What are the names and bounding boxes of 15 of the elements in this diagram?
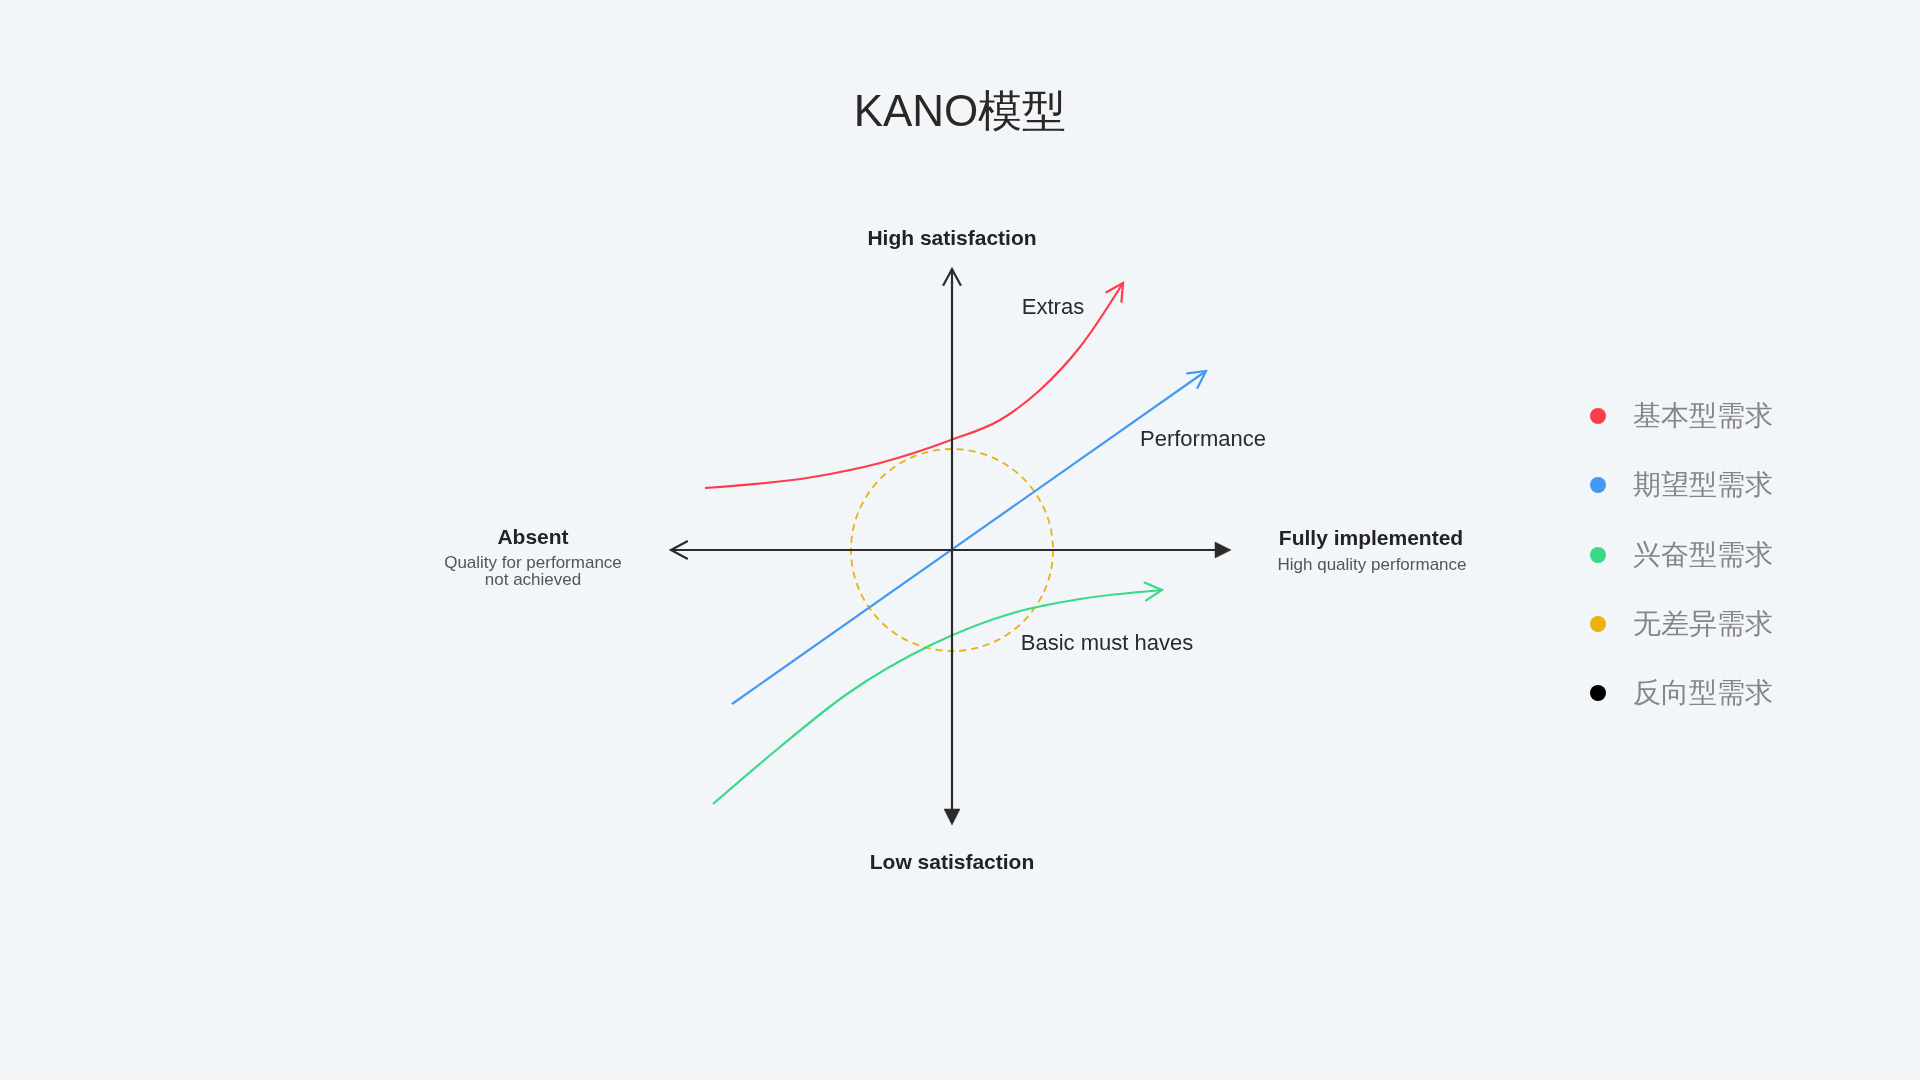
legend-label: 基本型需求 — [1633, 400, 1773, 432]
axis-description: High quality performance — [1277, 555, 1467, 573]
legend-label: 期望型需求 — [1633, 469, 1773, 502]
curve-label: Extras — [1021, 294, 1085, 320]
legend-label: 反向型需求 — [1633, 677, 1773, 710]
diagram-title: KANO模型 — [853, 84, 1067, 137]
legend-label: 无差异需求 — [1633, 607, 1773, 640]
axis-label: Absent — [497, 525, 569, 549]
curve-label: Performance — [1140, 426, 1266, 452]
axis-label: High satisfaction — [867, 226, 1037, 250]
axis-description: Quality for performance not achieved — [443, 554, 623, 588]
axis-label: Low satisfaction — [869, 850, 1035, 874]
axis-label: Fully implemented — [1278, 526, 1464, 550]
legend-label: 兴奋型需求 — [1633, 538, 1773, 571]
curve-label: Basic must haves — [1020, 630, 1194, 656]
